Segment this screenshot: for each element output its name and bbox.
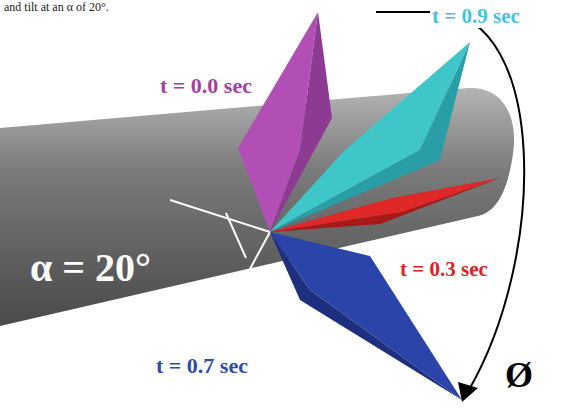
time-label: t = 0.3 sec: [398, 258, 490, 281]
angle-line: [232, 232, 270, 302]
time-label: t = 0.0 sec: [160, 74, 252, 98]
angle-label: α = 20°: [30, 246, 151, 290]
angle-arc: [226, 213, 246, 258]
angle-line: [170, 200, 270, 232]
fin-t3: [270, 178, 500, 232]
time-label: t = 0.7 sec: [156, 354, 248, 378]
fin-t9: [270, 42, 470, 232]
fin-t9-side: [270, 42, 470, 232]
fin-t3-side: [270, 178, 500, 232]
angle-symbol: Ø: [505, 356, 533, 396]
arrow-head: [458, 382, 478, 402]
time-label: t = 0.9 sec: [430, 5, 522, 28]
caption-fragment: and tilt at an α of 20°.: [4, 1, 109, 14]
rotation-arrow: [376, 12, 524, 388]
